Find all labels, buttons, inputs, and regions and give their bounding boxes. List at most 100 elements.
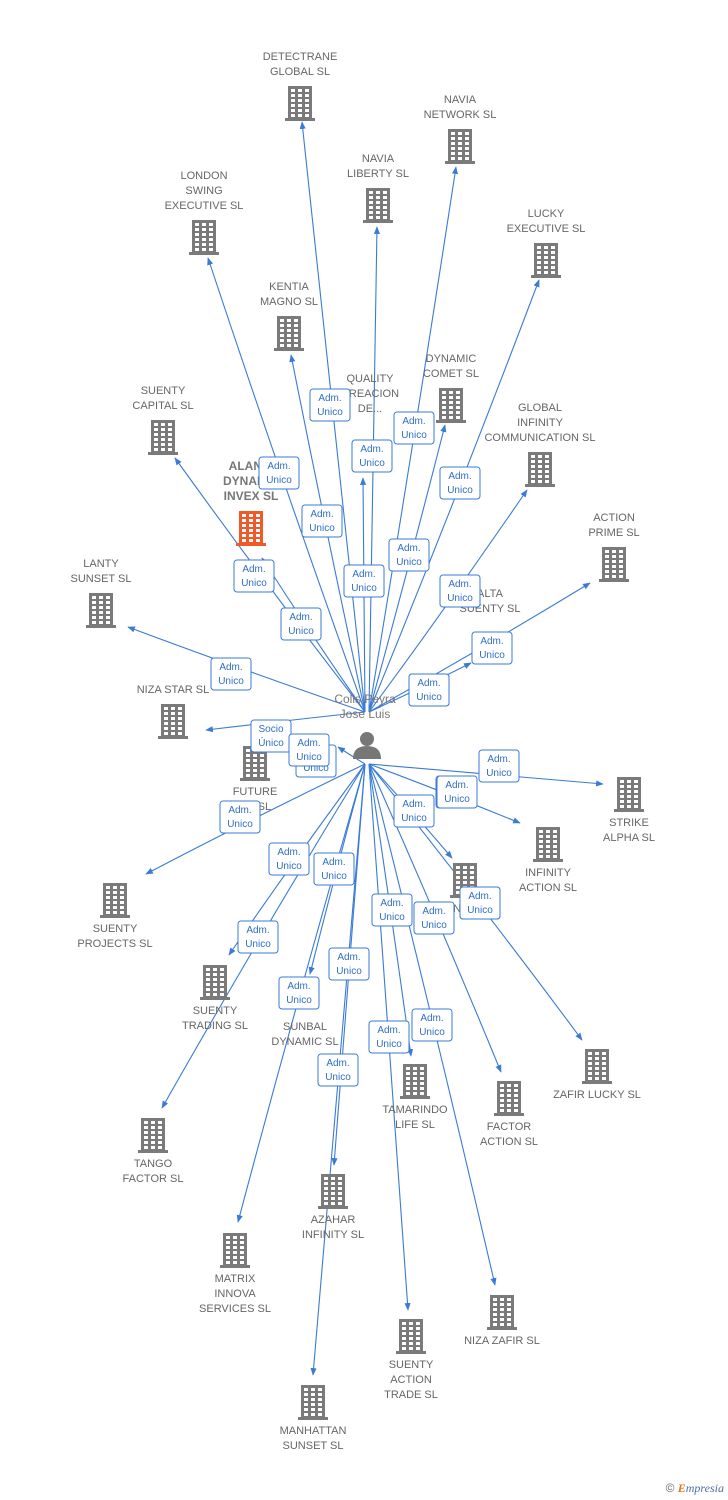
- company-label: CAPITAL SL: [132, 400, 193, 412]
- company-label: SERVICES SL: [199, 1303, 271, 1315]
- role-badge-navia-network[interactable]: Adm.Unico: [393, 411, 435, 445]
- role-label: Unico: [286, 995, 312, 1006]
- role-badge-lucky-executive[interactable]: Adm.Unico: [439, 466, 481, 500]
- role-label: Adm.: [267, 461, 290, 472]
- role-box: [436, 775, 478, 809]
- role-box: [411, 1008, 453, 1042]
- person-icon: [353, 732, 381, 759]
- company-label: SUENTY: [141, 385, 186, 397]
- role-badge-suenty-projects[interactable]: Adm.Unico: [268, 842, 310, 876]
- role-badge-niza-zafir[interactable]: Adm.Unico: [411, 1008, 453, 1042]
- building-icon: [400, 1064, 430, 1099]
- role-label: Unico: [227, 819, 253, 830]
- company-niza-star[interactable]: NIZA STAR SL: [137, 684, 210, 739]
- role-label: Unico: [309, 523, 335, 534]
- role-label: Adm.: [246, 925, 269, 936]
- role-label: Socio: [258, 724, 283, 735]
- role-badge-alanis-dynamic[interactable]: Adm.Unico: [280, 607, 322, 641]
- role-badge-zafir-lucky[interactable]: Adm.Unico: [413, 901, 455, 935]
- role-badge-sunbal-dynamic[interactable]: Adm.Unico: [278, 976, 320, 1010]
- role-label: Unico: [486, 768, 512, 779]
- role-badge-detectrane[interactable]: Adm.Unico: [309, 388, 351, 422]
- building-icon: [396, 1319, 426, 1354]
- building-icon: [445, 129, 475, 164]
- role-badge-lanty-sunset[interactable]: Adm.Unico: [210, 657, 252, 691]
- role-label: Unico: [241, 578, 267, 589]
- role-badge-suenty-action-trade[interactable]: Adm.Unico: [371, 893, 413, 927]
- building-icon: [189, 220, 219, 255]
- role-badge-swing[interactable]: Adm.Unico: [436, 775, 478, 809]
- building-icon: [236, 511, 266, 546]
- company-suenty-capital[interactable]: SUENTY CAPITAL SL: [132, 385, 194, 455]
- company-label: LIBERTY SL: [347, 168, 409, 180]
- edge-future: [337, 746, 366, 765]
- company-label: DYNAMIC SL: [271, 1036, 338, 1048]
- role-badge-azahar-infinity[interactable]: Adm.Unico: [317, 1053, 359, 1087]
- footer-brand: © Empresia: [666, 1481, 724, 1496]
- company-label: ZAFIR LUCKY SL: [553, 1089, 641, 1101]
- role-badge-strike-alpha[interactable]: Adm.Unico: [478, 749, 520, 783]
- role-badge-suenty-trading[interactable]: Adm.Unico: [237, 920, 279, 954]
- role-badge-matrix-innova[interactable]: Adm.Unico: [328, 947, 370, 981]
- role-badge-kentia-magno[interactable]: Adm.Unico: [301, 504, 343, 538]
- company-label: ACTION: [593, 512, 635, 524]
- role-label: Adm.: [277, 847, 300, 858]
- role-badge-quality-creacion[interactable]: Adm.Unico: [343, 564, 385, 598]
- role-badge-tamarindo-life[interactable]: Adm.Unico: [368, 1020, 410, 1054]
- company-label: TAMARINDO: [382, 1104, 448, 1116]
- role-label: Adm.: [397, 543, 420, 554]
- role-badge-suenty-capital[interactable]: Adm. Unico: [233, 559, 275, 593]
- role-label: Adm.: [242, 564, 265, 575]
- building-icon: [318, 1174, 348, 1209]
- building-icon: [531, 243, 561, 278]
- building-icon: [158, 704, 188, 739]
- role-badge-alta-suenty[interactable]: Adm.Unico: [408, 673, 450, 707]
- role-badge-tango-factor[interactable]: Adm.Unico: [313, 852, 355, 886]
- role-badge-niza-star[interactable]: Adm.Unico: [459, 886, 501, 920]
- company-label: TRADING SL: [182, 1020, 248, 1032]
- role-label: Unico: [416, 692, 442, 703]
- company-label: MATRIX: [215, 1273, 256, 1285]
- role-label: Unico: [288, 626, 314, 637]
- role-badge-global-infinity[interactable]: Adm.Unico: [288, 733, 330, 767]
- role-badge-dynamic-comet[interactable]: Adm.Unico: [388, 538, 430, 572]
- company-quality-creacion[interactable]: QUALITYCREACIONDE...: [341, 373, 399, 415]
- company-niza-zafir[interactable]: NIZA ZAFIR SL: [464, 1295, 540, 1347]
- role-badge-infinity-action[interactable]: Adm.Unico: [393, 794, 435, 828]
- role-label: Unico: [359, 458, 385, 469]
- role-badge-london-swing[interactable]: Adm.Unico: [258, 456, 300, 490]
- role-badge-action-prime[interactable]: Adm.Unico: [471, 631, 513, 665]
- role-badge-navia-liberty[interactable]: Adm.Unico: [351, 439, 393, 473]
- company-label: FACTOR: [487, 1121, 531, 1133]
- company-label: TANGO: [134, 1158, 173, 1170]
- role-badge-global-infinity[interactable]: Adm.Unico: [439, 574, 481, 608]
- role-badge-future[interactable]: Adm.Unico: [219, 800, 261, 834]
- company-zafir-lucky[interactable]: ZAFIR LUCKY SL: [553, 1049, 641, 1101]
- company-future[interactable]: FUTURE...T SL: [233, 746, 278, 813]
